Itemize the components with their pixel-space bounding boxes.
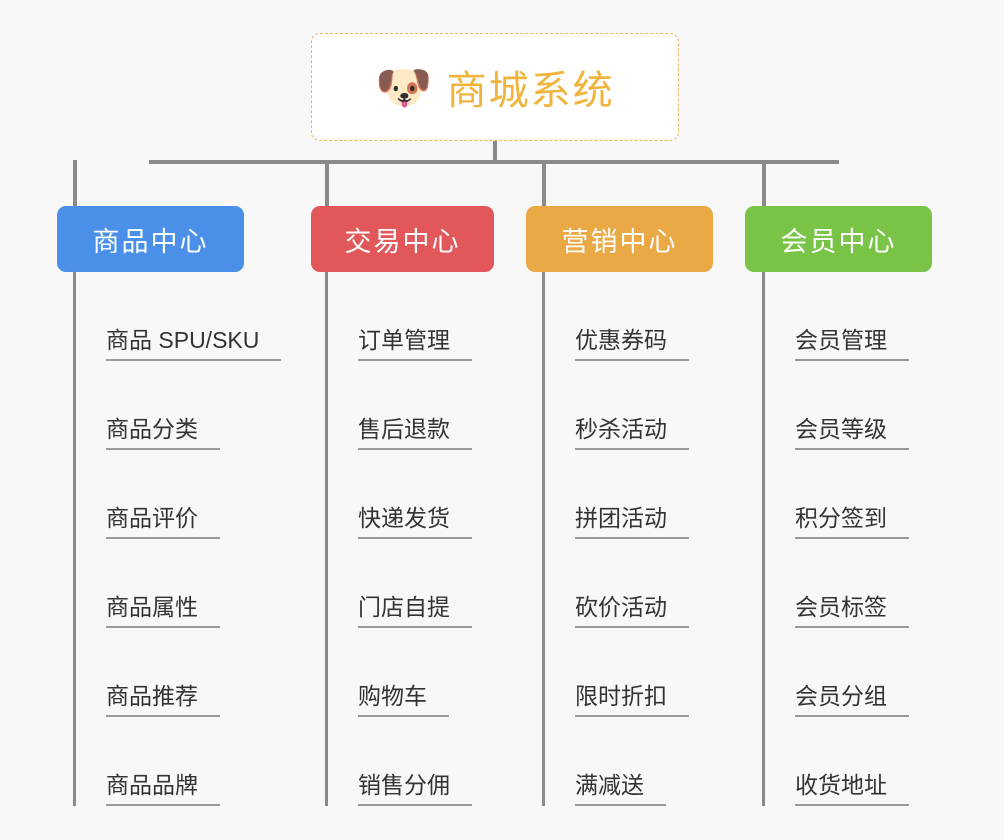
leaf-item-label: 优惠券码 [575, 326, 689, 361]
category-card-1[interactable]: 交易中心 [311, 206, 494, 272]
leaf-item[interactable]: 销售分佣 [328, 717, 472, 806]
connector-drop-0 [73, 160, 77, 207]
leaf-item[interactable]: 限时折扣 [545, 628, 689, 717]
leaf-item[interactable]: 商品属性 [76, 539, 220, 628]
category-label: 商品中心 [92, 226, 209, 257]
leaf-item-label: 满减送 [575, 771, 666, 806]
column-spine [762, 272, 765, 806]
leaf-item[interactable]: 售后退款 [328, 361, 472, 450]
category-card-0[interactable]: 商品中心 [57, 206, 244, 272]
leaf-item[interactable]: 订单管理 [328, 272, 472, 361]
connector-drop-3 [762, 160, 766, 207]
leaf-item-label: 商品 SPU/SKU [106, 326, 282, 361]
leaf-item-label: 砍价活动 [575, 593, 689, 628]
leaf-item-label: 快递发货 [358, 504, 472, 539]
leaf-item-label: 限时折扣 [575, 682, 689, 717]
root-node-商城系统[interactable]: 🐶 商城系统 [311, 33, 679, 141]
connector-horizontal-bus [149, 160, 839, 164]
leaf-item-label: 会员标签 [795, 593, 909, 628]
column-spine [542, 272, 545, 806]
shiba-dog-face-icon: 🐶 [375, 61, 433, 113]
leaf-item[interactable]: 秒杀活动 [545, 361, 689, 450]
leaf-item[interactable]: 会员分组 [765, 628, 909, 717]
leaf-item-label: 积分签到 [795, 504, 909, 539]
leaf-item[interactable]: 门店自提 [328, 539, 472, 628]
category-label: 营销中心 [561, 226, 678, 257]
leaf-item[interactable]: 会员等级 [765, 361, 909, 450]
leaf-item[interactable]: 商品推荐 [76, 628, 220, 717]
leaf-item[interactable]: 商品评价 [76, 450, 220, 539]
leaf-item[interactable]: 商品品牌 [76, 717, 220, 806]
leaf-item-label: 门店自提 [358, 593, 472, 628]
leaf-item-label: 秒杀活动 [575, 415, 689, 450]
leaf-item-label: 收货地址 [795, 771, 909, 806]
leaf-item-label: 销售分佣 [358, 771, 472, 806]
leaf-item[interactable]: 收货地址 [765, 717, 909, 806]
leaf-item-label: 会员管理 [795, 326, 909, 361]
category-label: 会员中心 [780, 226, 897, 257]
leaf-item-label: 商品分类 [106, 415, 220, 450]
leaf-item-label: 商品属性 [106, 593, 220, 628]
leaf-item[interactable]: 会员管理 [765, 272, 909, 361]
connector-drop-1 [325, 160, 329, 207]
leaf-item-label: 订单管理 [358, 326, 472, 361]
column-spine [73, 272, 76, 806]
leaf-item[interactable]: 砍价活动 [545, 539, 689, 628]
root-node-label: 商城系统 [446, 69, 615, 113]
category-label: 交易中心 [344, 226, 461, 257]
leaf-item-label: 会员等级 [795, 415, 909, 450]
leaf-item-label: 拼团活动 [575, 504, 689, 539]
leaf-item[interactable]: 商品分类 [76, 361, 220, 450]
leaf-item[interactable]: 积分签到 [765, 450, 909, 539]
connector-root-stem [493, 141, 497, 163]
leaf-item-label: 售后退款 [358, 415, 472, 450]
leaf-item[interactable]: 优惠券码 [545, 272, 689, 361]
leaf-item[interactable]: 商品 SPU/SKU [76, 272, 282, 361]
leaf-item-label: 购物车 [358, 682, 449, 717]
leaf-item[interactable]: 购物车 [328, 628, 449, 717]
leaf-item[interactable]: 会员标签 [765, 539, 909, 628]
column-spine [325, 272, 328, 806]
leaf-item-label: 商品品牌 [106, 771, 220, 806]
leaf-item-label: 商品推荐 [106, 682, 220, 717]
leaf-item[interactable]: 拼团活动 [545, 450, 689, 539]
category-card-2[interactable]: 营销中心 [526, 206, 713, 272]
leaf-item[interactable]: 快递发货 [328, 450, 472, 539]
leaf-item-label: 商品评价 [106, 504, 220, 539]
leaf-item-label: 会员分组 [795, 682, 909, 717]
leaf-item[interactable]: 满减送 [545, 717, 666, 806]
category-card-3[interactable]: 会员中心 [745, 206, 932, 272]
connector-drop-2 [542, 160, 546, 207]
